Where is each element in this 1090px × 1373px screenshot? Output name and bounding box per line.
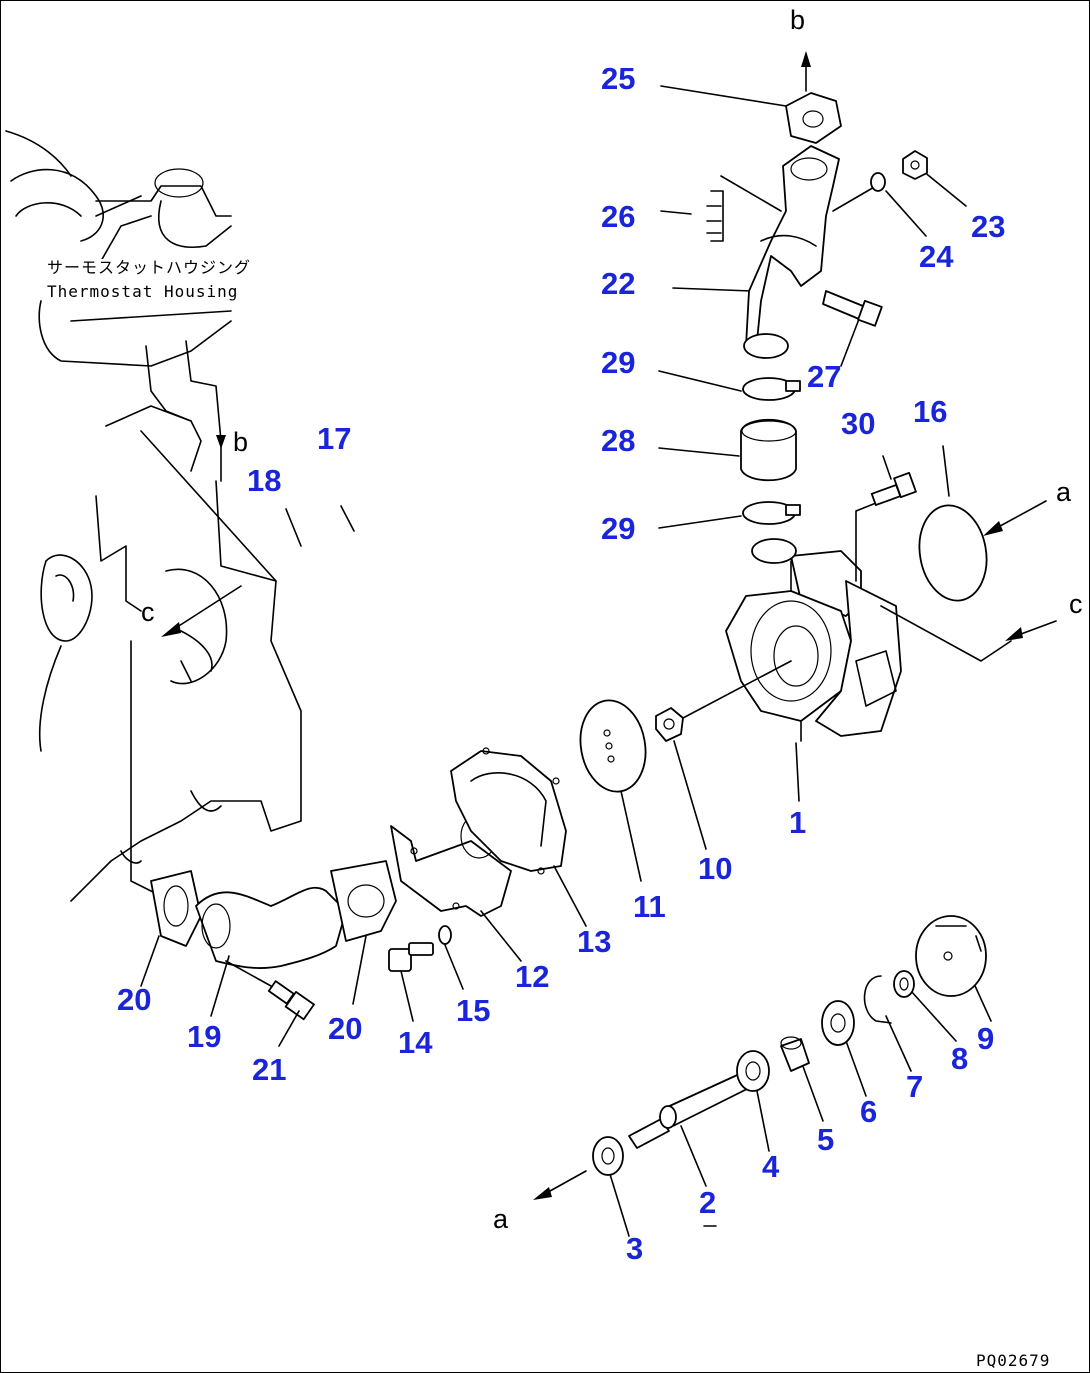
callout-25[interactable]: 25 [601,61,636,96]
callout-15[interactable]: 15 [456,993,491,1028]
callout-24[interactable]: 24 [919,239,954,274]
spacer-5[interactable] [780,1036,810,1072]
callout-29-bottom[interactable]: 29 [601,511,636,546]
bolt-27[interactable] [822,290,883,327]
washer-15[interactable] [438,925,452,945]
bolt-30[interactable] [870,471,917,506]
snap-ring-7[interactable] [863,975,892,1024]
callout-20-right[interactable]: 20 [328,1011,363,1046]
pump-cover-13[interactable] [450,747,567,875]
callout-11[interactable]: 11 [633,889,666,924]
callout-8[interactable]: 8 [951,1041,969,1076]
outlet-elbow-22[interactable] [743,145,840,359]
callout-27[interactable]: 27 [807,359,842,394]
impeller-11[interactable] [573,695,652,797]
ref-letter-a-right: a [1056,477,1072,507]
engine-block-outline [5,130,302,902]
gasket-20-right[interactable] [330,860,397,942]
bearing-6[interactable] [821,1000,855,1046]
callout-18[interactable]: 18 [247,463,282,498]
pump-body-1[interactable] [725,538,902,742]
callout-4[interactable]: 4 [762,1149,780,1184]
callout-28[interactable]: 28 [601,423,636,458]
sensor-26[interactable] [706,190,724,242]
callout-20-left[interactable]: 20 [117,982,152,1017]
o-ring-16[interactable] [912,500,994,606]
callout-19[interactable]: 19 [187,1019,222,1054]
callout-26[interactable]: 26 [601,199,636,234]
drawing-code: PQ02679 [976,1351,1051,1370]
ref-letter-b-top: b [790,5,806,35]
pulley-hub-9[interactable] [915,915,987,997]
ref-letter-c-right: c [1069,589,1083,619]
nut-10[interactable] [655,707,684,742]
hose-28[interactable] [740,418,797,482]
callout-12[interactable]: 12 [515,959,550,994]
ref-letter-a-bottom: a [493,1204,509,1234]
bolt-21[interactable] [225,960,315,1021]
callout-6[interactable]: 6 [860,1094,878,1129]
gasket-25[interactable] [785,92,842,144]
caption-japanese: サーモスタットハウジング [47,258,252,277]
gasket-20-left[interactable] [150,870,202,947]
callout-13[interactable]: 13 [577,924,612,959]
caption-english: Thermostat Housing [47,282,239,301]
bolt-14[interactable] [388,942,434,972]
callout-5[interactable]: 5 [817,1122,835,1157]
callout-9[interactable]: 9 [977,1021,995,1056]
clamp-29-top[interactable] [742,377,801,401]
callout-30[interactable]: 30 [841,406,876,441]
seal-8[interactable] [893,970,915,998]
clamp-29-bottom[interactable] [742,501,801,525]
gasket-12[interactable] [390,813,512,917]
callout-10[interactable]: 10 [698,851,733,886]
callout-17[interactable]: 17 [317,421,352,456]
callout-22[interactable]: 22 [601,266,636,301]
callout-14[interactable]: 14 [398,1025,433,1060]
ring-24[interactable] [870,172,886,192]
callout-16[interactable]: 16 [913,394,948,429]
ref-letter-b-left: b [233,427,249,457]
nut-23[interactable] [902,150,928,180]
bearing-4[interactable] [736,1050,770,1092]
inlet-elbow-19[interactable] [195,886,347,969]
shaft-2[interactable] [628,1070,754,1149]
inlet-elbow-group [150,860,397,969]
callout-7[interactable]: 7 [906,1069,924,1104]
leader-lines [140,51,1057,1237]
callout-29-top[interactable]: 29 [601,345,636,380]
callout-1[interactable]: 1 [789,805,807,840]
seal-3[interactable] [592,1136,624,1176]
callout-23[interactable]: 23 [971,209,1006,244]
callout-2[interactable]: 2 [699,1185,717,1220]
callout-21[interactable]: 21 [252,1052,287,1087]
thermostat-housing-sketch [95,195,232,248]
callout-3[interactable]: 3 [626,1231,644,1266]
ref-letter-c-left: c [141,597,155,627]
